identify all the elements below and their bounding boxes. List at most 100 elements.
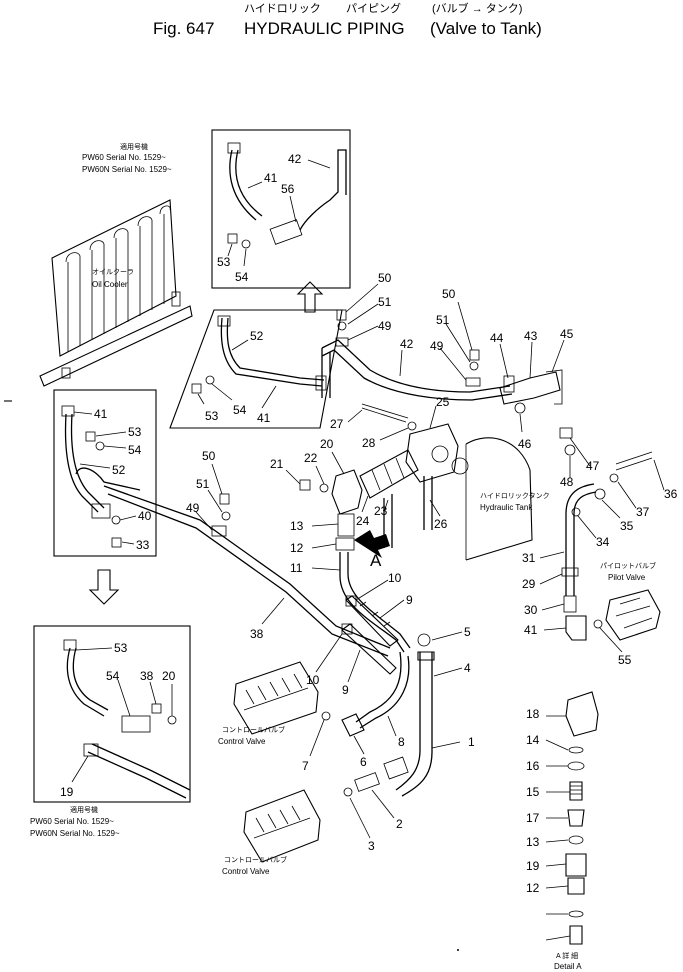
oil-cooler: オイルクーラ Oil Cooler bbox=[39, 199, 193, 387]
leader-51b bbox=[445, 323, 471, 363]
pipe-38-run: 50 51 49 38 bbox=[103, 449, 391, 657]
washer-48 bbox=[564, 444, 576, 456]
pipe-38 bbox=[103, 485, 391, 649]
leader-4 bbox=[433, 667, 463, 677]
washer-54-mid bbox=[205, 375, 215, 385]
bolt-27 bbox=[361, 403, 409, 419]
detail-leader-12 bbox=[545, 935, 571, 941]
part-label-20a: 20 bbox=[320, 437, 334, 451]
elbow-left bbox=[91, 503, 111, 519]
oil-cooler-mount-left bbox=[61, 367, 71, 379]
oil-cooler-mount-right bbox=[171, 291, 181, 307]
leader-41c bbox=[73, 411, 93, 415]
leader-10b bbox=[315, 633, 343, 673]
pipe-42-top bbox=[299, 149, 347, 231]
fitting-13-main bbox=[337, 513, 355, 537]
leader-53a bbox=[227, 243, 233, 257]
fitting-bottom-top bbox=[63, 639, 77, 651]
fitting-left-top bbox=[61, 405, 75, 417]
tank-label-jp: ハイドロリックタンク bbox=[480, 491, 550, 500]
control-valve-upper-spools bbox=[243, 673, 309, 711]
part-label-52c: 52 bbox=[112, 463, 126, 477]
hydraulic-tank-area: ハイドロリックタンク Hydraulic Tank 27 25 28 24 23… bbox=[330, 395, 550, 561]
detail-body-17 bbox=[565, 853, 587, 877]
oring-7 bbox=[321, 711, 331, 721]
part-label-22: 22 bbox=[304, 451, 318, 465]
pipe-42-main bbox=[321, 339, 511, 393]
hose-41-top-b bbox=[235, 149, 263, 217]
part-label-41a: 41 bbox=[264, 171, 278, 185]
middle-inset: 52 53 54 41 bbox=[169, 309, 343, 429]
part-label-23: 23 bbox=[374, 504, 388, 518]
clamp-10-upper bbox=[345, 595, 357, 607]
part-label-33a: 33 bbox=[136, 538, 150, 552]
clamp-49a bbox=[335, 337, 349, 347]
view-a-label: A bbox=[370, 551, 382, 570]
title-kana-main-2: パイピング bbox=[346, 1, 401, 15]
leader-40 bbox=[119, 515, 137, 521]
control-valve-lower-spools bbox=[253, 805, 311, 839]
detail-fitting-13 bbox=[567, 877, 585, 895]
leader-22 bbox=[315, 465, 325, 485]
part-label-50a: 50 bbox=[378, 271, 392, 285]
detail-leader-13 bbox=[545, 885, 569, 889]
leader-34 bbox=[577, 515, 597, 539]
bolt-36-b bbox=[615, 457, 653, 471]
leader-49b bbox=[439, 347, 467, 381]
control-valve-lower: コントロールバルブ Control Valve bbox=[222, 789, 321, 876]
leader-7 bbox=[309, 719, 325, 757]
part-label-3: 3 bbox=[368, 839, 375, 853]
main-pipe-42: 50 51 49 42 50 51 49 44 43 45 46 bbox=[321, 271, 574, 451]
leader-26 bbox=[429, 499, 441, 517]
part-label-10b: 10 bbox=[306, 673, 320, 687]
control-valve-upper: コントロールバルブ Control Valve bbox=[218, 661, 319, 746]
oil-cooler-body bbox=[51, 199, 177, 357]
part-label-53b: 53 bbox=[205, 409, 219, 423]
washer-40 bbox=[111, 515, 121, 525]
part-label-40: 40 bbox=[138, 509, 152, 523]
oring-30 bbox=[593, 619, 603, 629]
part-label-52a: 52 bbox=[250, 329, 264, 343]
top-applicability-line-2: PW60N Serial No. 1529~ bbox=[82, 165, 172, 174]
stray-mark bbox=[457, 949, 459, 951]
washer-22 bbox=[319, 483, 329, 493]
part-label-45: 45 bbox=[560, 327, 574, 341]
part-label-2: 2 bbox=[396, 817, 403, 831]
part-label-32: 31 bbox=[522, 551, 536, 565]
leader-24 bbox=[361, 495, 369, 513]
detail-leader-19a bbox=[545, 739, 569, 751]
detail-fitting-12 bbox=[569, 925, 583, 945]
block-20 bbox=[331, 469, 363, 515]
leader-41d bbox=[75, 647, 113, 651]
left-inset-frame bbox=[53, 389, 157, 557]
leader-25 bbox=[429, 405, 437, 429]
part-label-53c: 53 bbox=[128, 425, 142, 439]
pipe-32 bbox=[565, 514, 575, 596]
hose-fitting-top bbox=[227, 142, 241, 154]
leader-55 bbox=[117, 679, 131, 717]
leader-51c bbox=[207, 489, 223, 513]
part-label-25: 25 bbox=[436, 395, 450, 409]
oring-35 bbox=[594, 488, 606, 500]
detail-leader-17 bbox=[545, 863, 567, 867]
control-valve-lower-body bbox=[243, 789, 321, 863]
part-label-51c: 51 bbox=[196, 477, 210, 491]
detail-poppet-16 bbox=[567, 809, 585, 827]
part-label-5: 5 bbox=[464, 625, 471, 639]
bolt-36 bbox=[615, 451, 653, 465]
leader-42b bbox=[399, 349, 403, 377]
leader-2 bbox=[371, 789, 395, 819]
hose-41-bottom bbox=[66, 647, 105, 717]
pipe-4 bbox=[419, 652, 433, 716]
leader-49c bbox=[195, 511, 213, 531]
pilot-valve-label-jp: パイロットバルブ bbox=[600, 561, 656, 570]
detail-oring-19-top bbox=[568, 746, 584, 754]
detail-spring-14-coils bbox=[570, 785, 582, 795]
leader-43 bbox=[529, 341, 533, 379]
leader-54b bbox=[211, 383, 233, 401]
part-label-26: 26 bbox=[434, 517, 448, 531]
leader-41a bbox=[247, 181, 263, 189]
washer-51b bbox=[469, 361, 479, 371]
bottom-left-inset: 53 54 38 20 19 適用号機 PW60 Serial No. 1529… bbox=[30, 625, 191, 838]
pilot-line: パイロットバルブ Pilot Valve 47 48 36 37 35 34 3… bbox=[522, 427, 678, 667]
